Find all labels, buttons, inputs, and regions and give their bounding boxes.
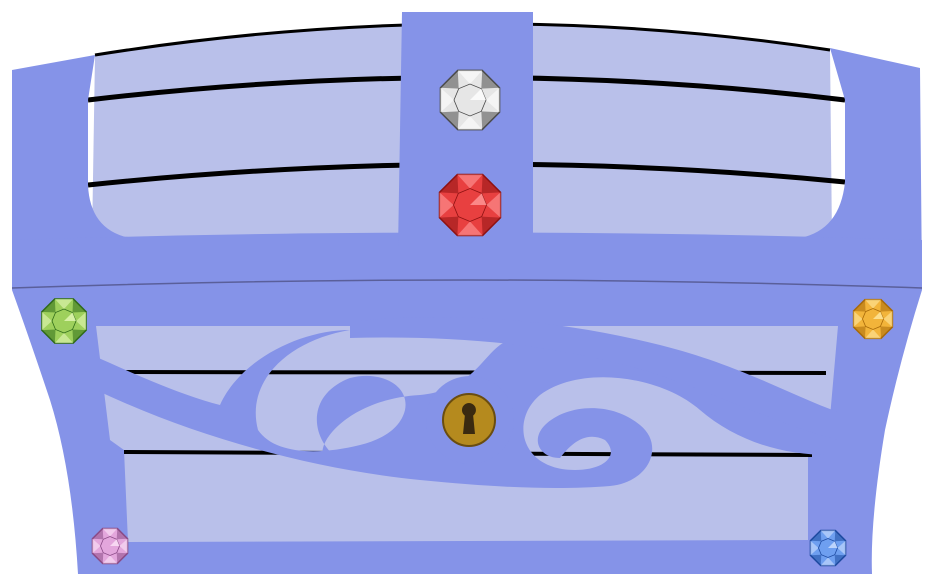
body-swoosh-upper (350, 316, 838, 440)
gem-amethyst-icon (91, 527, 129, 565)
lid-right-strap (800, 48, 922, 285)
lid-bottom-band (12, 232, 922, 290)
lid-left-strap (12, 55, 130, 285)
chest-body (12, 290, 922, 574)
gems (41, 69, 894, 567)
lid-edge-line (11, 279, 923, 289)
gem-sapphire-icon (809, 529, 847, 567)
gem-peridot-icon (41, 298, 87, 344)
gem-diamond-icon (439, 69, 501, 131)
gem-topaz-icon (852, 298, 894, 340)
keyhole-icon (461, 403, 476, 434)
gem-ruby-icon (438, 173, 502, 237)
chest-lid (11, 12, 923, 290)
